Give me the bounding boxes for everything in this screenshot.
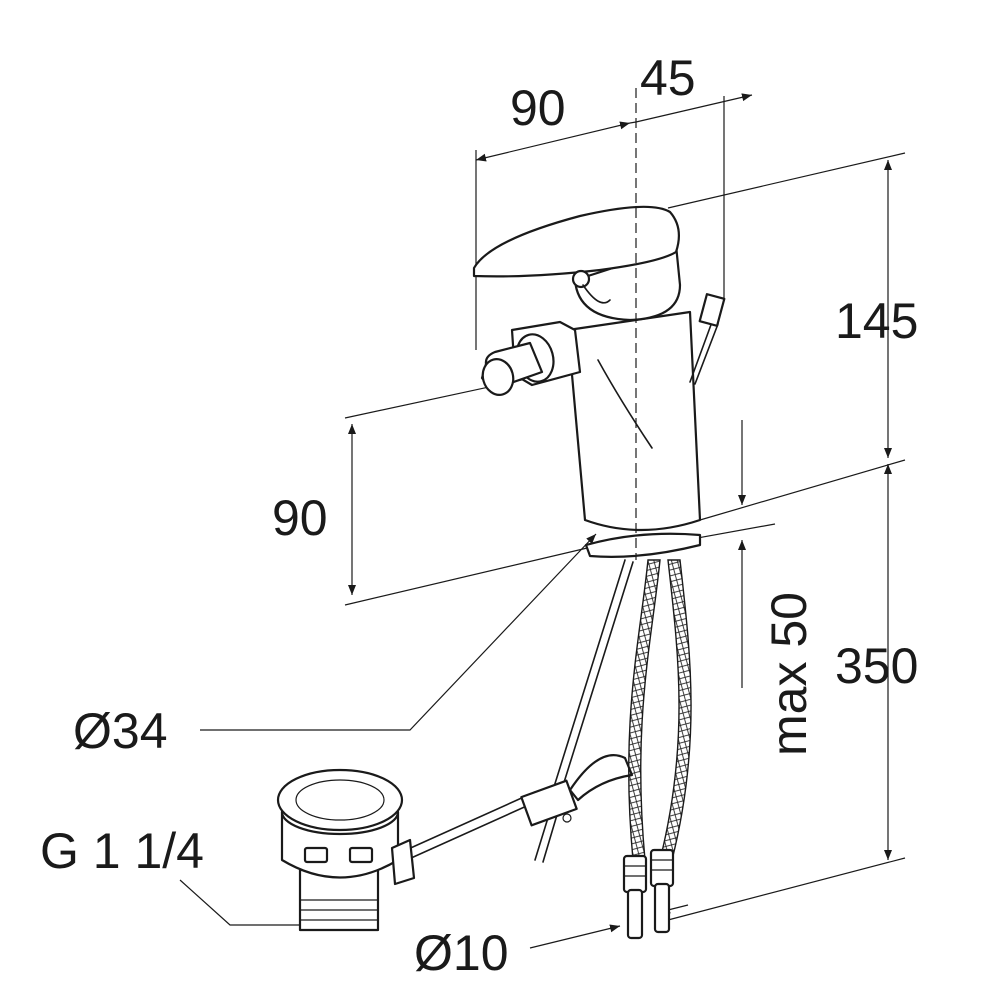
waste-valve — [276, 768, 416, 932]
pop-up-linkage — [394, 559, 634, 864]
mixer-body — [472, 205, 726, 558]
dim-outlet-height: 90 — [272, 490, 328, 546]
dim-hose-length: 350 — [835, 638, 918, 694]
dim-hole-diameter: Ø34 — [73, 703, 168, 759]
dim-lever-offset: 45 — [640, 50, 696, 106]
dim-waste-thread: G 1 1/4 — [40, 823, 204, 879]
dim-deck-thickness: max 50 — [761, 592, 817, 756]
dim-spout-reach: 90 — [510, 80, 566, 136]
dim-total-height: 145 — [835, 293, 918, 349]
dim-hose-diameter: Ø10 — [414, 925, 509, 981]
supply-hoses — [622, 559, 692, 940]
